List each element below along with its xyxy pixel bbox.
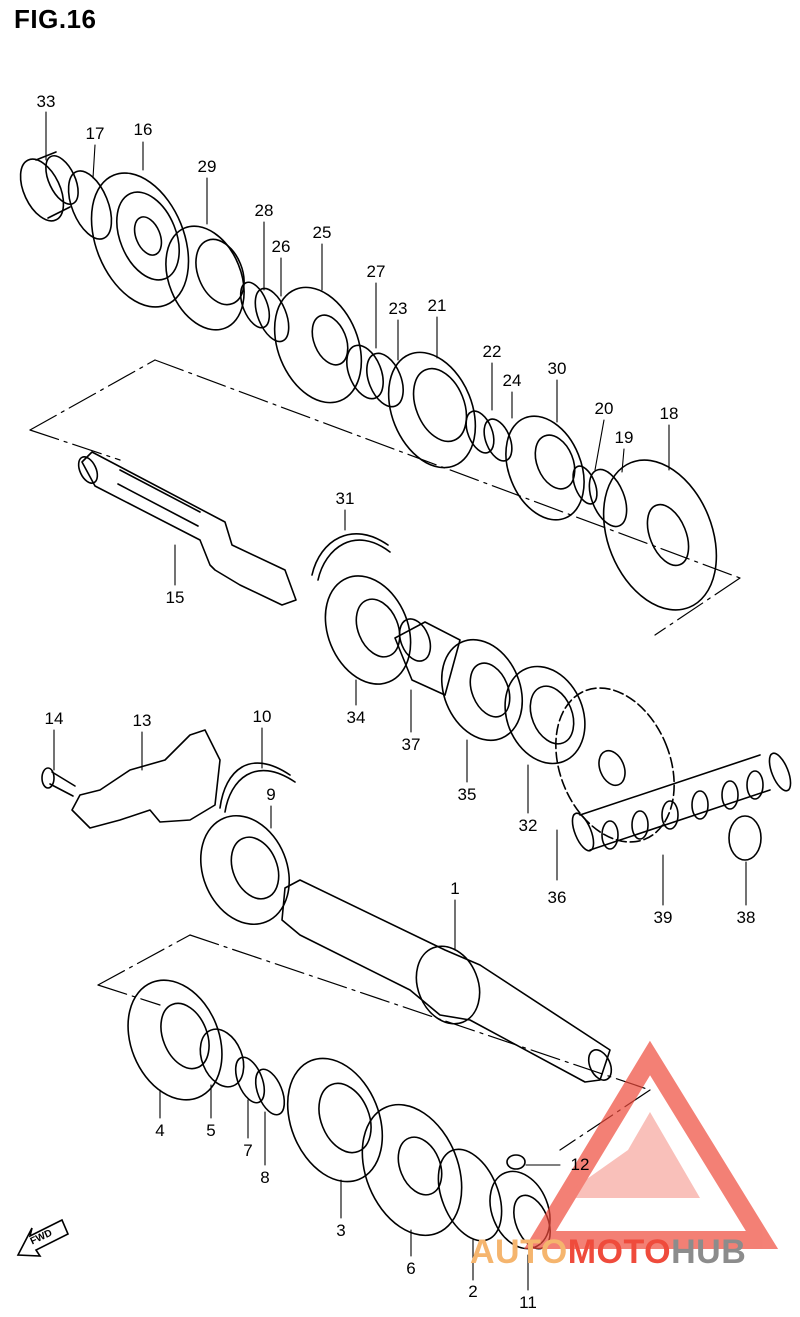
callout-19: 19 [614, 428, 634, 447]
callout-34: 34 [346, 708, 366, 727]
callout-12: 12 [570, 1155, 590, 1174]
part-16-gear [90, 172, 190, 308]
part-9-bearing [199, 814, 291, 926]
callout-6: 6 [406, 1259, 416, 1278]
callout-23: 23 [388, 299, 408, 318]
part-8-circlip [254, 1068, 286, 1116]
part-4-gear [127, 979, 223, 1101]
part-27-washer [346, 344, 384, 400]
part-23-bushing [366, 352, 404, 408]
part-32-oil-seal [504, 665, 586, 765]
fwd-arrow-icon [16, 1218, 70, 1257]
callout-31: 31 [335, 489, 355, 508]
part-38-chain-clip [728, 815, 762, 861]
figure-title: FIG.16 [14, 4, 97, 34]
part-19-washer [588, 468, 628, 528]
callout-16: 16 [133, 120, 153, 139]
part-17-washer [67, 170, 113, 240]
part-25-gear [273, 286, 363, 404]
part-31-snap-ring [311, 533, 391, 581]
callout-36: 36 [547, 888, 567, 907]
watermark-part-moto: MOTO [567, 1233, 672, 1271]
part-6-gear [361, 1103, 463, 1237]
callout-22: 22 [482, 342, 502, 361]
part-10-snap-ring [219, 762, 296, 813]
callout-30: 30 [547, 359, 567, 378]
watermark-text: AUTOMOTOHUB [470, 1233, 746, 1272]
callout-32: 32 [518, 816, 538, 835]
callout-7: 7 [243, 1141, 253, 1160]
part-18-gear [602, 459, 718, 611]
callout-21: 21 [427, 296, 447, 315]
part-35-retainer [440, 638, 524, 742]
callout-24: 24 [502, 371, 522, 390]
callout-18: 18 [659, 404, 679, 423]
callout-29: 29 [197, 157, 217, 176]
lower-reference-frame [97, 934, 651, 1151]
callout-9: 9 [266, 785, 276, 804]
callout-28: 28 [254, 201, 274, 220]
part-7-washer [234, 1056, 266, 1104]
watermark-part-auto: AUTO [470, 1233, 568, 1271]
callout-35: 35 [457, 785, 477, 804]
part-39-drive-chain [571, 752, 792, 852]
part-2-gear [437, 1148, 503, 1242]
callout-39: 39 [653, 908, 673, 927]
callout-1: 1 [450, 879, 460, 898]
callout-4: 4 [155, 1121, 165, 1140]
callout-33: 33 [36, 92, 56, 111]
callout-5: 5 [206, 1121, 216, 1140]
part-21-gear [387, 351, 477, 469]
part-13-bracket [71, 729, 221, 829]
part-26-washer [254, 287, 290, 343]
part-29-gear [165, 225, 245, 331]
callout-27: 27 [366, 262, 386, 281]
callout-38: 38 [736, 908, 756, 927]
part-12-pin [506, 1154, 526, 1170]
watermark-part-hub: HUB [671, 1233, 747, 1271]
part-1-main-shaft [281, 879, 613, 1083]
part-33-needle-bearing [19, 151, 79, 222]
callout-25: 25 [312, 223, 332, 242]
part-37-spacer [394, 618, 461, 696]
part-5-bushing [199, 1028, 245, 1088]
part-22-washer [465, 410, 495, 454]
part-28-circlip [239, 281, 271, 329]
callout-8: 8 [260, 1168, 270, 1187]
part-34-bearing [324, 575, 412, 685]
part-24-circlip [483, 418, 513, 462]
callout-20: 20 [594, 399, 614, 418]
callout-17: 17 [85, 124, 105, 143]
part-15-countershaft [77, 451, 297, 606]
leader-lines [45, 111, 747, 1291]
callout-10: 10 [252, 707, 272, 726]
callout-3: 3 [336, 1221, 346, 1240]
part-14-screw [41, 767, 76, 797]
callout-13: 13 [132, 711, 152, 730]
watermark-logo [524, 1040, 779, 1249]
callout-15: 15 [165, 588, 185, 607]
part-3-gear [286, 1057, 384, 1183]
upper-reference-frame [29, 359, 741, 636]
callout-11: 11 [519, 1293, 537, 1312]
callout-26: 26 [271, 237, 291, 256]
callout-2: 2 [468, 1282, 478, 1301]
part-30-gear [505, 415, 585, 521]
callout-37: 37 [401, 735, 421, 754]
callout-14: 14 [44, 709, 64, 728]
part-36-sprocket [555, 687, 675, 843]
